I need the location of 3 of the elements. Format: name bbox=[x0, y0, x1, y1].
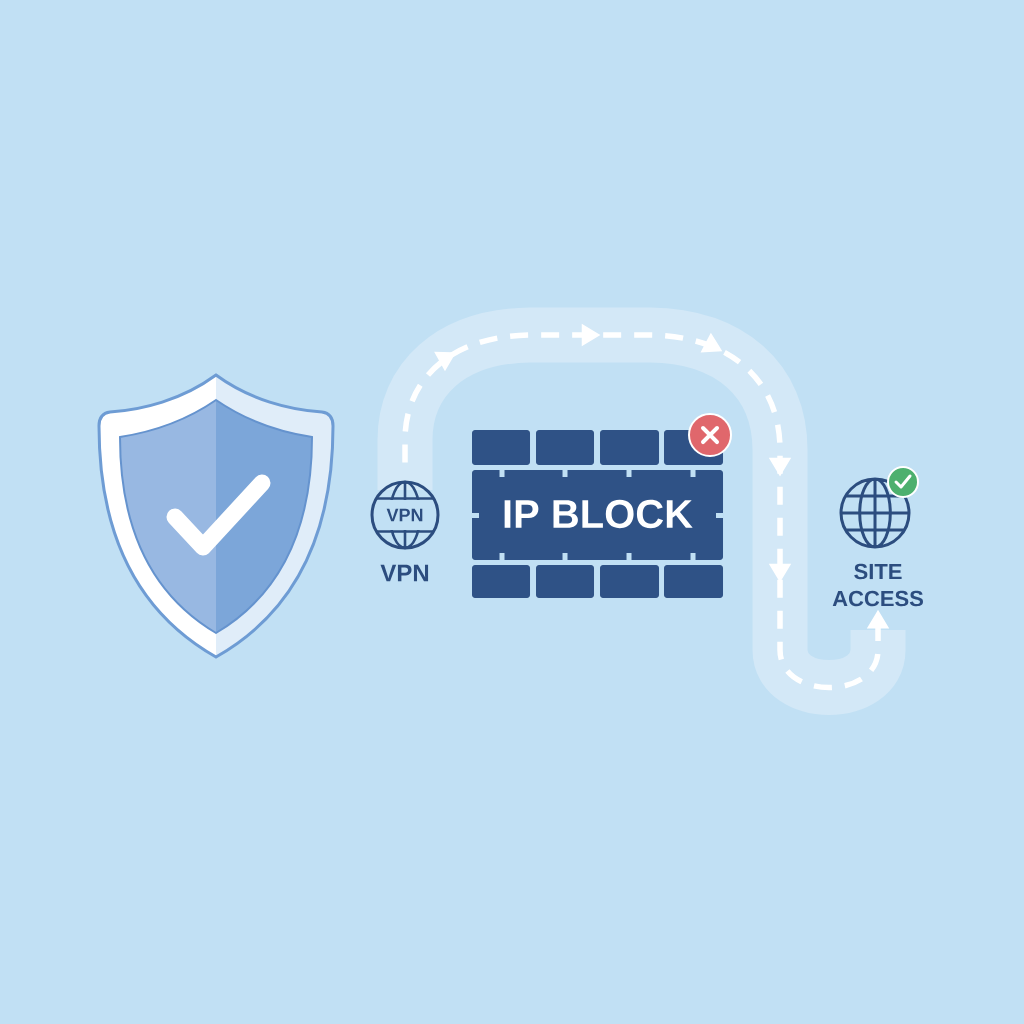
node-caption: VPN bbox=[380, 564, 429, 582]
node-caption: SITE ACCESS bbox=[832, 563, 923, 607]
vpn-globe: VPN bbox=[370, 480, 440, 550]
